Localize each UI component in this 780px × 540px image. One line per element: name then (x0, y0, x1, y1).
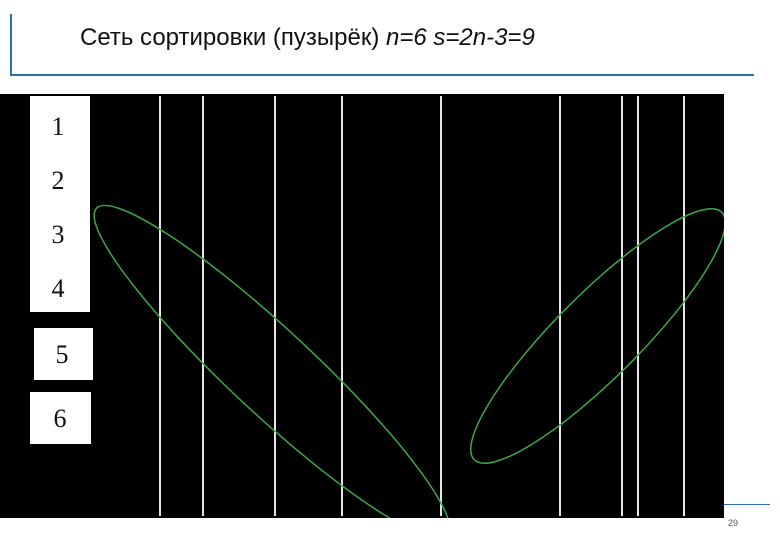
title-frame-bottom-bar (10, 74, 754, 76)
line-label-3: 3 (51, 220, 65, 249)
slide-title: Сеть сортировки (пузырёк) n=6 s=2n-3=9 (80, 24, 535, 52)
line-label-1: 1 (51, 112, 65, 141)
page-number: 29 (728, 518, 739, 528)
line-label-5: 5 (55, 340, 69, 369)
slide-title-text: Сеть сортировки (пузырёк) (80, 24, 386, 51)
footer-divider (724, 504, 770, 505)
sorting-network-diagram (93, 96, 724, 518)
label-box-6 (30, 392, 91, 444)
line-label-4: 4 (51, 274, 65, 303)
title-frame-left-bar (10, 14, 12, 76)
line-label-6: 6 (53, 404, 67, 433)
label-box-5 (34, 328, 93, 380)
sorting-network-figure: 1 2 3 4 5 6 (0, 94, 724, 518)
labels-box-1-4 (30, 96, 90, 312)
descending-highlight-ellipse (93, 204, 451, 518)
comparator-lines (159, 96, 685, 516)
line-label-2: 2 (51, 166, 65, 195)
ascending-highlight-ellipse (469, 207, 724, 465)
slide-title-formula: n=6 s=2n-3=9 (386, 24, 535, 51)
